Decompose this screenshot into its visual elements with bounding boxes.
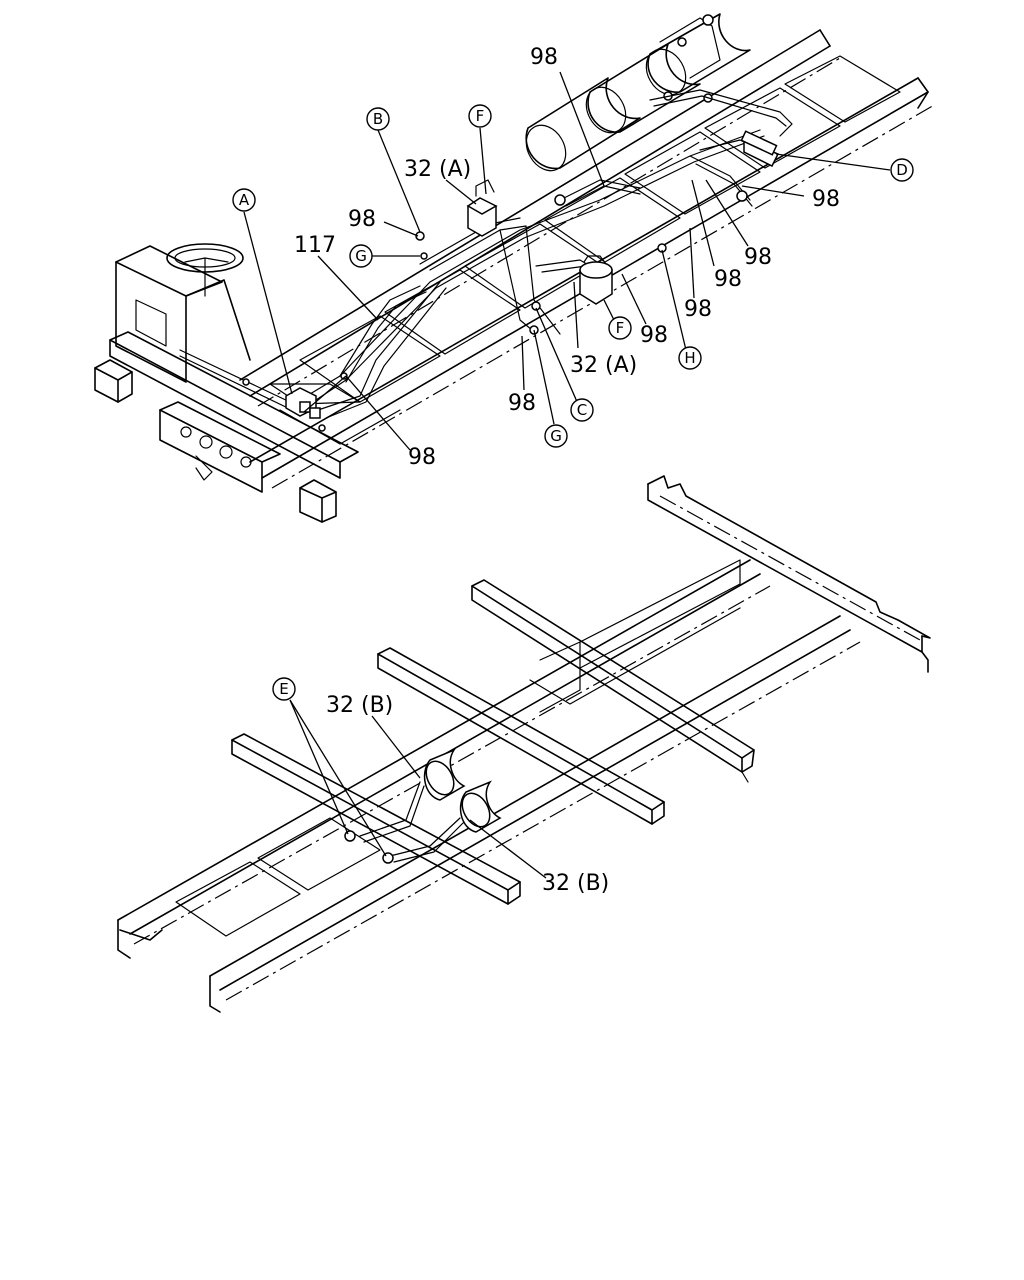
label-98-c: 98 — [508, 391, 536, 416]
svg-text:C: C — [577, 401, 587, 419]
label-32b-bottom: 32 (B) — [542, 871, 609, 896]
label-98-d3: 98 — [714, 267, 742, 292]
lower-chassis-frame — [117, 475, 931, 1013]
callout-labels: 98 98 98 98 98 98 98 98 98 117 32 (A) 32… — [232, 45, 914, 896]
label-32a-mid: 32 (A) — [570, 353, 637, 378]
label-32a-top: 32 (A) — [404, 157, 471, 182]
callout-f-top: F — [468, 104, 492, 128]
label-117: 117 — [294, 233, 336, 258]
callout-c: C — [570, 398, 594, 422]
label-98-top: 98 — [530, 45, 558, 70]
rear-tanks — [525, 13, 751, 172]
label-32b-top: 32 (B) — [326, 693, 393, 718]
callout-g-top: G — [349, 244, 373, 268]
callout-b: B — [366, 107, 390, 131]
callout-f-bottom: F — [608, 316, 632, 340]
callout-g-bottom: G — [544, 424, 568, 448]
upper-chassis-frame — [94, 13, 937, 523]
svg-text:G: G — [550, 427, 562, 445]
callout-h: H — [678, 346, 702, 370]
brake-chambers — [242, 130, 780, 432]
svg-text:F: F — [616, 319, 625, 337]
label-98-b: 98 — [348, 207, 376, 232]
svg-text:A: A — [239, 191, 250, 209]
label-98-a: 98 — [408, 445, 436, 470]
svg-text:F: F — [476, 107, 485, 125]
label-98-d2: 98 — [744, 245, 772, 270]
callout-e: E — [272, 677, 296, 701]
label-98-d1: 98 — [812, 187, 840, 212]
svg-text:D: D — [896, 161, 908, 179]
callout-d: D — [890, 158, 914, 182]
svg-text:E: E — [279, 680, 288, 698]
svg-text:G: G — [355, 247, 367, 265]
leader-lines — [243, 71, 891, 879]
label-98-f: 98 — [640, 323, 668, 348]
svg-text:B: B — [373, 110, 383, 128]
svg-text:H: H — [684, 349, 695, 367]
label-98-d4: 98 — [684, 297, 712, 322]
callout-a: A — [232, 188, 256, 212]
